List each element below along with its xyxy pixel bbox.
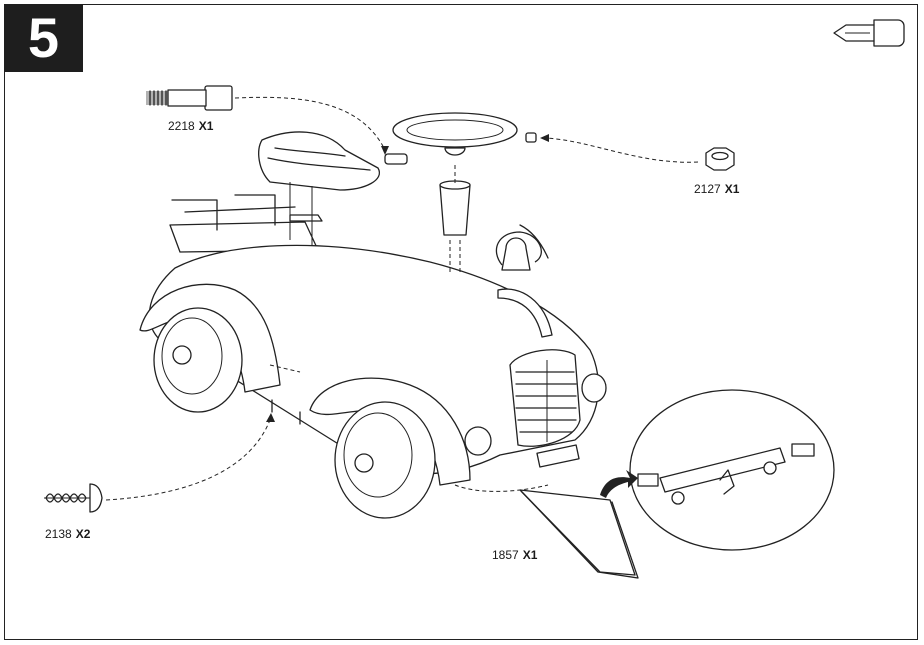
screw-icon — [44, 483, 103, 513]
part-qty: X2 — [75, 527, 91, 541]
part-qty: X1 — [198, 119, 214, 133]
phillips-screwdriver-icon — [833, 19, 905, 47]
lock-nut-icon — [705, 147, 735, 171]
ride-on-car-icon — [139, 112, 607, 519]
part-code: 2138 — [45, 527, 72, 541]
step-number: 5 — [4, 4, 83, 72]
page-frame — [4, 4, 918, 640]
part-qty: X1 — [724, 182, 740, 196]
part-code: 1857 — [492, 548, 519, 562]
part-code: 2218 — [168, 119, 195, 133]
axle-bolt-icon — [146, 85, 233, 111]
handle-bar-icon — [519, 489, 639, 579]
part-code: 2127 — [694, 182, 721, 196]
part-qty: X1 — [522, 548, 538, 562]
handle-bracket-detail-icon — [629, 389, 835, 551]
